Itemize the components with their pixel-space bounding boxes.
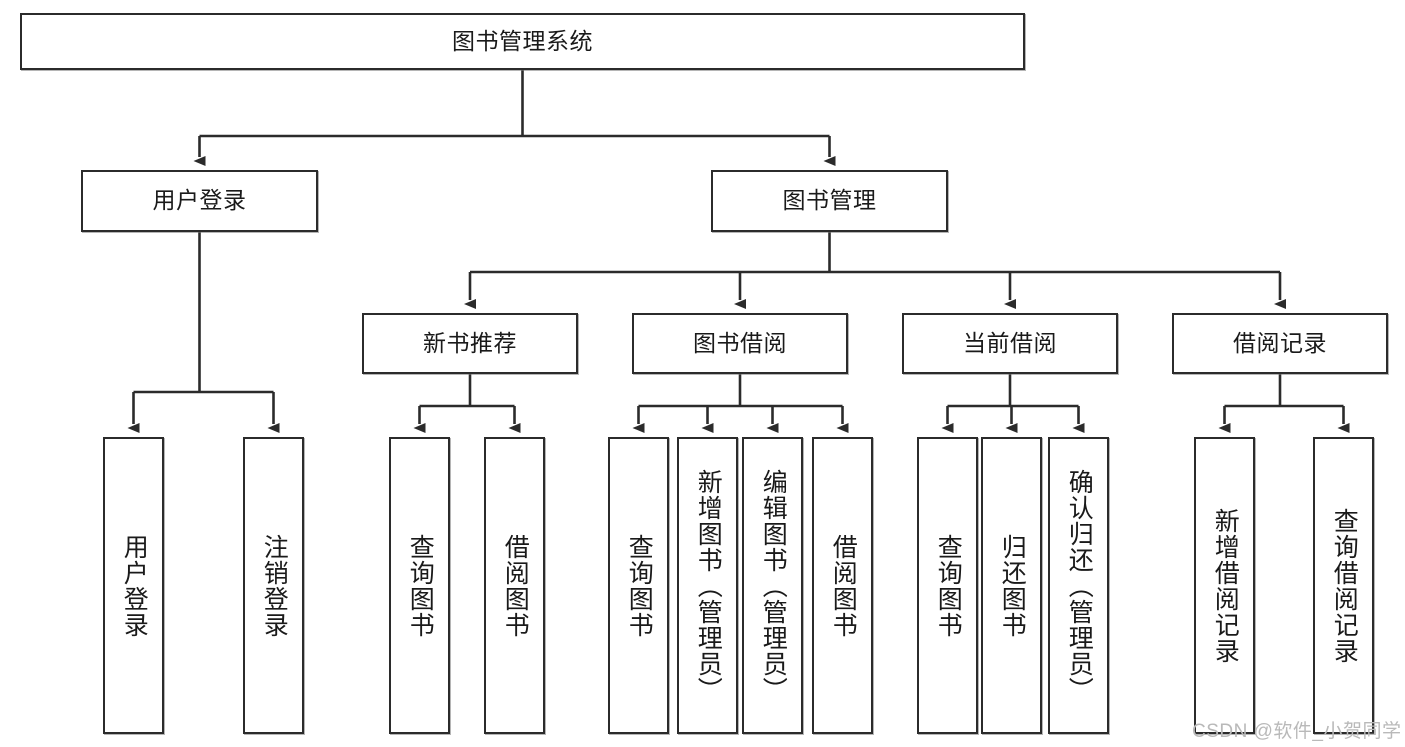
node-label: 图书管理 xyxy=(782,187,877,214)
node-bookmgmt[interactable]: 图书管理 xyxy=(711,170,948,232)
node-label: 用户登录 xyxy=(152,187,247,214)
node-records[interactable]: 借阅记录 xyxy=(1172,313,1388,374)
node-label: 查询借阅记录 xyxy=(1330,507,1359,664)
node-newbook[interactable]: 新书推荐 xyxy=(362,313,578,374)
watermark: CSDN @软件_小贺同学 xyxy=(1192,721,1402,742)
node-label: 借阅记录 xyxy=(1233,329,1327,356)
node-leaf-5[interactable]: 查询图书 xyxy=(608,437,669,734)
node-label: 查询图书 xyxy=(625,533,654,638)
node-label: 图书管理系统 xyxy=(452,27,593,54)
node-label: 编辑图书（管理员） xyxy=(759,468,788,703)
node-label: 用户登录 xyxy=(120,533,149,638)
node-leaf-11[interactable]: 确认归还（管理员） xyxy=(1048,437,1109,734)
node-label: 确认归还（管理员） xyxy=(1065,468,1094,703)
node-label: 归还图书 xyxy=(998,533,1027,638)
node-leaf-4[interactable]: 借阅图书 xyxy=(484,437,545,734)
node-leaf-9[interactable]: 查询图书 xyxy=(917,437,978,734)
node-root[interactable]: 图书管理系统 xyxy=(20,13,1025,70)
node-leaf-1[interactable]: 用户登录 xyxy=(103,437,164,734)
node-label: 注销登录 xyxy=(260,533,289,638)
node-borrow[interactable]: 图书借阅 xyxy=(632,313,848,374)
node-label: 查询图书 xyxy=(406,533,435,638)
node-current[interactable]: 当前借阅 xyxy=(902,313,1118,374)
node-leaf-12[interactable]: 新增借阅记录 xyxy=(1194,437,1255,734)
node-leaf-13[interactable]: 查询借阅记录 xyxy=(1313,437,1374,734)
node-label: 当前借阅 xyxy=(963,329,1057,356)
node-label: 图书借阅 xyxy=(693,329,787,356)
node-label: 新增图书（管理员） xyxy=(694,468,723,703)
node-leaf-8[interactable]: 借阅图书 xyxy=(812,437,873,734)
node-leaf-3[interactable]: 查询图书 xyxy=(389,437,450,734)
node-label: 借阅图书 xyxy=(501,533,530,638)
node-leaf-10[interactable]: 归还图书 xyxy=(981,437,1042,734)
node-leaf-2[interactable]: 注销登录 xyxy=(243,437,304,734)
node-leaf-6[interactable]: 新增图书（管理员） xyxy=(677,437,738,734)
node-leaf-7[interactable]: 编辑图书（管理员） xyxy=(742,437,803,734)
node-label: 新增借阅记录 xyxy=(1211,507,1240,664)
node-login[interactable]: 用户登录 xyxy=(81,170,318,232)
node-label: 借阅图书 xyxy=(829,533,858,638)
node-label: 查询图书 xyxy=(934,533,963,638)
node-label: 新书推荐 xyxy=(423,329,517,356)
